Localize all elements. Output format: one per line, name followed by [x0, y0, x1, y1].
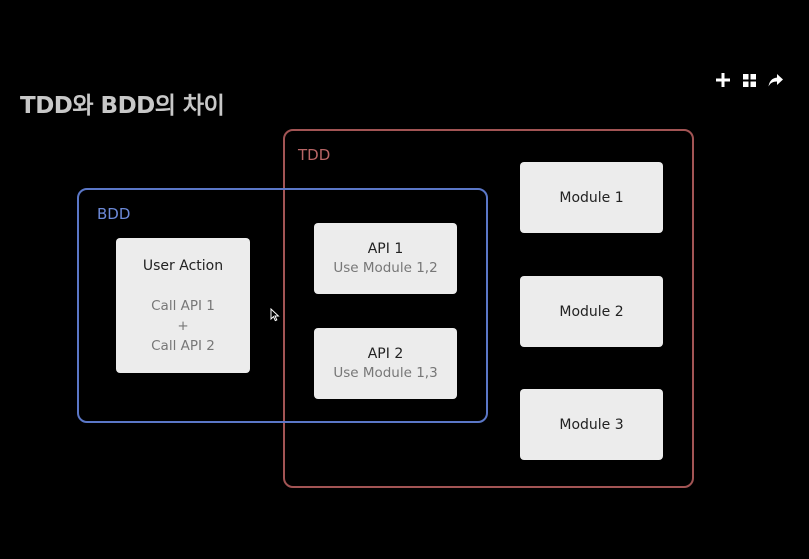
module3-card: Module 3: [520, 389, 663, 460]
api1-card: API 1 Use Module 1,2: [314, 223, 457, 294]
api2-title: API 2: [367, 346, 404, 362]
user-action-title: User Action: [142, 258, 224, 274]
tdd-frame: [283, 129, 694, 488]
api2-card: API 2 Use Module 1,3: [314, 328, 457, 399]
grid-icon: [742, 73, 756, 87]
tdd-label: TDD: [298, 146, 331, 164]
user-action-step-1: Call API 1: [151, 298, 215, 314]
grid-view-button[interactable]: [739, 70, 759, 90]
module3-title: Module 3: [559, 416, 624, 433]
bdd-label: BDD: [97, 205, 131, 223]
share-arrow-icon: [768, 73, 783, 86]
share-button[interactable]: [765, 70, 785, 90]
user-action-plus: +: [177, 318, 189, 334]
module1-title: Module 1: [559, 189, 624, 206]
add-button[interactable]: [713, 70, 733, 90]
module2-title: Module 2: [559, 303, 624, 320]
bdd-frame: [77, 188, 488, 423]
slide-title: TDD와 BDD의 차이: [20, 93, 225, 119]
api1-title: API 1: [367, 241, 404, 257]
mouse-cursor-icon: [270, 308, 280, 322]
user-action-step-2: Call API 2: [151, 338, 215, 354]
user-action-steps: Call API 1 + Call API 2: [151, 296, 215, 356]
module2-card: Module 2: [520, 276, 663, 347]
user-action-card: User Action Call API 1 + Call API 2: [116, 238, 250, 373]
api1-subtitle: Use Module 1,2: [333, 260, 438, 276]
module1-card: Module 1: [520, 162, 663, 233]
api2-subtitle: Use Module 1,3: [333, 365, 438, 381]
plus-icon: [716, 73, 730, 87]
slide-toolbar: [713, 69, 785, 91]
